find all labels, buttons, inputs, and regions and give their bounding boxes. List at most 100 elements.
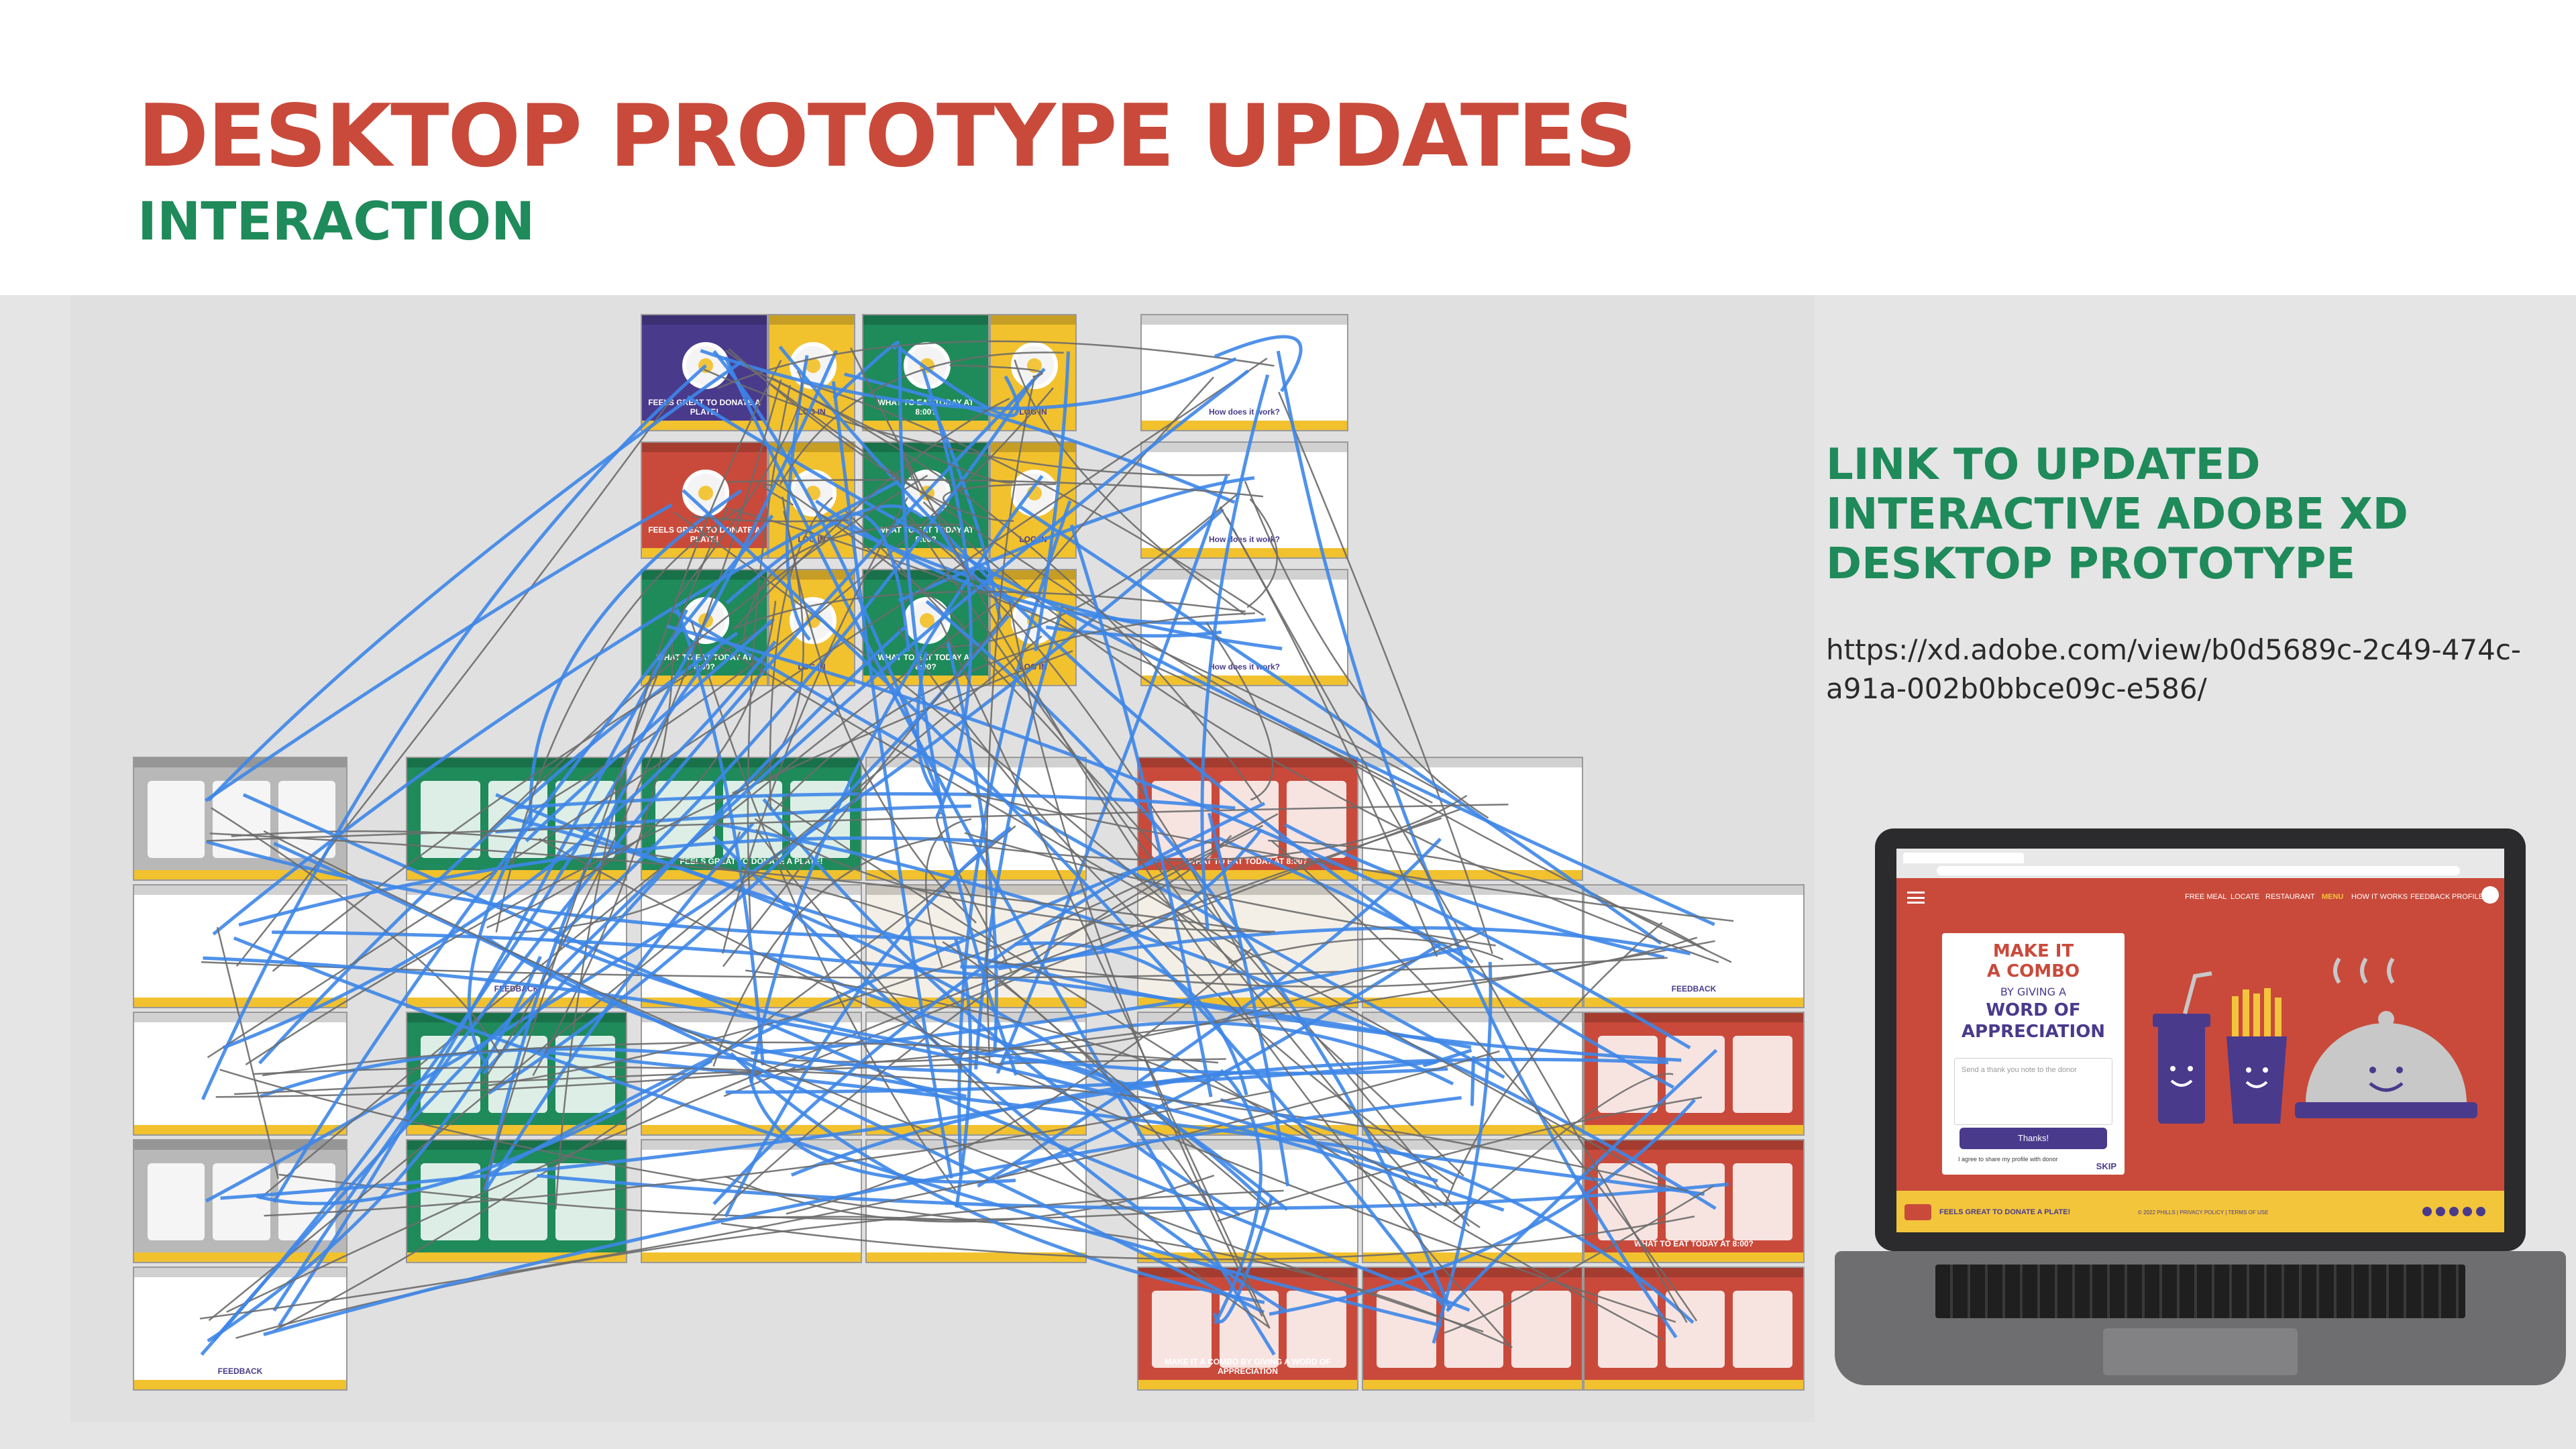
interaction-wire (944, 794, 1468, 861)
interaction-wire (201, 364, 707, 1100)
artboard: WHAT TO EAT TODAY AT 8:00? (862, 441, 989, 559)
interaction-wire (263, 1095, 1462, 1336)
nav-how-it-works[interactable]: HOW IT WORKS (2351, 893, 2408, 901)
interaction-wire (1268, 839, 1707, 951)
thank-you-note-input[interactable]: Send a thank you note to the donor (1954, 1058, 2112, 1125)
interaction-wire (551, 378, 1035, 943)
mail-icon[interactable] (2476, 1207, 2485, 1216)
nav-free-meal[interactable]: FREE MEAL (2185, 893, 2227, 901)
interaction-wire (1269, 1098, 1696, 1316)
interaction-wire (216, 926, 279, 1179)
combo-line-2: A COMBO (1986, 961, 2080, 981)
combo-illustration (2153, 957, 2477, 1124)
interaction-wire (486, 600, 777, 928)
artboard-footer (863, 421, 988, 430)
interaction-wire (480, 379, 782, 1086)
interaction-wire (711, 821, 1717, 1210)
artboard-footer (407, 870, 626, 879)
interaction-wire (1014, 359, 1246, 616)
nav-restaurant[interactable]: RESTAURANT (2265, 893, 2315, 901)
artboard-footer (134, 998, 346, 1007)
interaction-wire (256, 1059, 713, 1205)
nav-profile[interactable]: PROFILE (2452, 893, 2484, 901)
artboard-caption: How does it work? (1208, 407, 1280, 417)
artboard (1583, 1012, 1805, 1136)
interaction-wire (773, 612, 1255, 812)
artboard-header (134, 1140, 346, 1150)
artboard (133, 884, 347, 1008)
twitter-icon[interactable] (2422, 1207, 2432, 1216)
skip-button[interactable]: SKIP (2096, 1161, 2116, 1171)
combo-line-3: BY GIVING A (2000, 985, 2067, 998)
interaction-wire (959, 1048, 990, 1071)
artboard: FEEDBACK (1583, 884, 1805, 1008)
interaction-wire (207, 358, 1268, 1059)
interaction-wire (946, 642, 998, 1053)
interaction-wire (1452, 1073, 1674, 1222)
facebook-icon[interactable] (2449, 1207, 2459, 1216)
interaction-wire (1205, 621, 1274, 801)
artboard-header (1142, 315, 1347, 325)
nav-feedback[interactable]: FEEDBACK (2410, 893, 2451, 901)
artboard-block (555, 1163, 615, 1240)
interaction-wire (205, 508, 1224, 1203)
artboard-footer (134, 1252, 346, 1262)
artboard-header (867, 885, 1085, 895)
combo-card: MAKE IT A COMBO BY GIVING A WORD OF APPR… (1942, 933, 2125, 1175)
interaction-wire (755, 828, 1270, 1328)
avatar[interactable] (2481, 886, 2499, 904)
browser-tab[interactable] (1903, 853, 2024, 863)
site-nav: FREE MEAL LOCATE RESTAURANT MENU HOW IT … (1896, 878, 2504, 916)
nav-locate[interactable]: LOCATE (2231, 893, 2260, 901)
artboard-header (1138, 885, 1357, 895)
interaction-wire (749, 474, 1044, 1083)
hamburger-icon[interactable] (1907, 892, 1925, 904)
interaction-wire (964, 832, 1496, 947)
interaction-wire (252, 1066, 1688, 1192)
nav-menu[interactable]: MENU (2322, 893, 2344, 901)
interaction-wire (1432, 961, 1493, 1344)
interaction-wire (717, 340, 1275, 390)
interaction-wire (1444, 1185, 1714, 1334)
instagram-icon[interactable] (2463, 1207, 2472, 1216)
interaction-wire (482, 506, 729, 1191)
interaction-wire (984, 1020, 1454, 1085)
interaction-wire (525, 1049, 1705, 1196)
interaction-wire (682, 488, 1444, 1306)
artboard-header (1585, 1268, 1803, 1277)
artboard-footer (1138, 1380, 1357, 1389)
telegram-icon[interactable] (2436, 1207, 2445, 1216)
artboard-block (1665, 1036, 1725, 1113)
artboard-caption: MAKE IT A COMBO BY GIVING A WORD OF APPR… (1165, 1357, 1331, 1376)
interaction-wire (263, 830, 1484, 1333)
interaction-wire (1069, 524, 1213, 1097)
interaction-wire (666, 625, 1691, 1050)
interaction-wires (199, 335, 1734, 1356)
interaction-wire (724, 826, 1012, 1218)
address-bar[interactable] (1937, 866, 2460, 875)
interaction-wire (769, 496, 833, 810)
artboard-header (991, 315, 1075, 325)
artboard-footer (1585, 1125, 1803, 1134)
link-heading-line-2: INTERACTIVE ADOBE XD (1826, 490, 2408, 539)
agree-checkbox-label[interactable]: I agree to share my profile with donor (1958, 1156, 2058, 1163)
prototype-link[interactable]: https://xd.adobe.com/view/b0d5689c-2c49-… (1826, 633, 2522, 705)
artboard-footer (1142, 548, 1347, 557)
interaction-wire (850, 347, 1510, 1346)
interaction-wire (207, 955, 542, 1343)
artboard-header (863, 315, 988, 325)
thanks-button[interactable]: Thanks! (1960, 1128, 2107, 1149)
interaction-wire (998, 926, 1691, 971)
artboard-block (1733, 1163, 1792, 1240)
interaction-wire (747, 384, 792, 932)
phills-logo[interactable] (1904, 1204, 1931, 1220)
link-heading-line-1: LINK TO UPDATED (1826, 440, 2261, 490)
interaction-wire (1246, 498, 1278, 608)
interaction-wire (525, 617, 775, 843)
interaction-wire (1226, 517, 1688, 1323)
artboard-block (1152, 1291, 1212, 1368)
interaction-wire (226, 817, 1442, 1313)
interaction-wire (222, 640, 777, 1050)
interaction-wire (479, 474, 928, 842)
combo-line-4: WORD OF (1986, 1000, 2081, 1020)
